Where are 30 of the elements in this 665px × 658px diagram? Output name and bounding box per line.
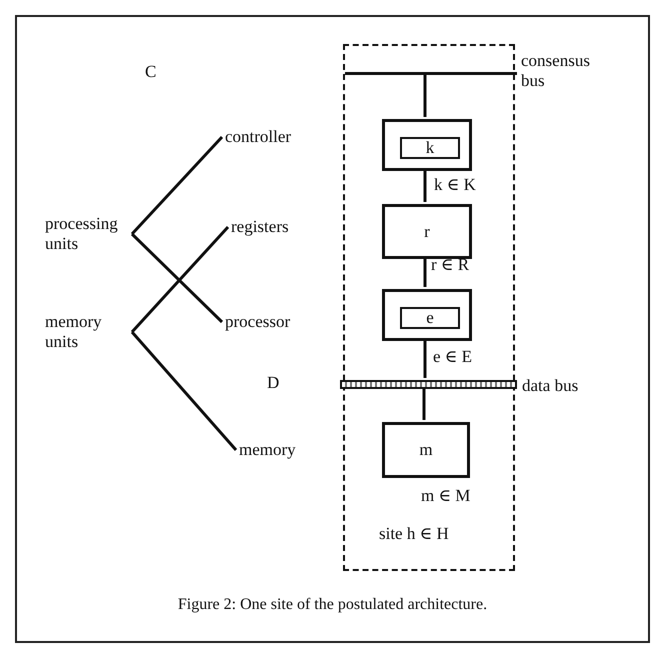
component-label: memory units (45, 312, 130, 352)
site-label: site h ∈ H (379, 524, 449, 544)
connector-line (422, 387, 426, 420)
connector-line (130, 232, 224, 324)
unit-box: r (382, 204, 472, 259)
unit-box (382, 119, 472, 171)
connector-line (130, 136, 224, 236)
connector-line (424, 339, 426, 378)
component-label: registers (231, 217, 289, 237)
annotation-label: e ∈ E (433, 347, 472, 367)
component-label: memory (239, 440, 296, 460)
connector-line (424, 169, 426, 202)
connector-line (130, 226, 230, 334)
annotation-label: k ∈ K (434, 175, 476, 195)
component-label: processing units (45, 214, 130, 254)
annotation-label: m ∈ M (421, 486, 470, 506)
unit-box (382, 289, 472, 341)
bus-label: consensus bus (521, 51, 591, 91)
bus-label: data bus (522, 376, 578, 396)
bus-name-label: C (145, 62, 156, 82)
unit-box: k (400, 137, 460, 159)
figure-caption: Figure 2: One site of the postulated architecture. (178, 595, 488, 615)
connector-line (424, 257, 426, 287)
connector-line (424, 73, 426, 117)
bus-name-label: D (267, 373, 280, 393)
connector-line (130, 331, 238, 451)
component-label: processor (225, 312, 290, 332)
unit-box: m (382, 422, 470, 478)
unit-box: e (400, 307, 460, 329)
component-label: controller (225, 127, 292, 147)
